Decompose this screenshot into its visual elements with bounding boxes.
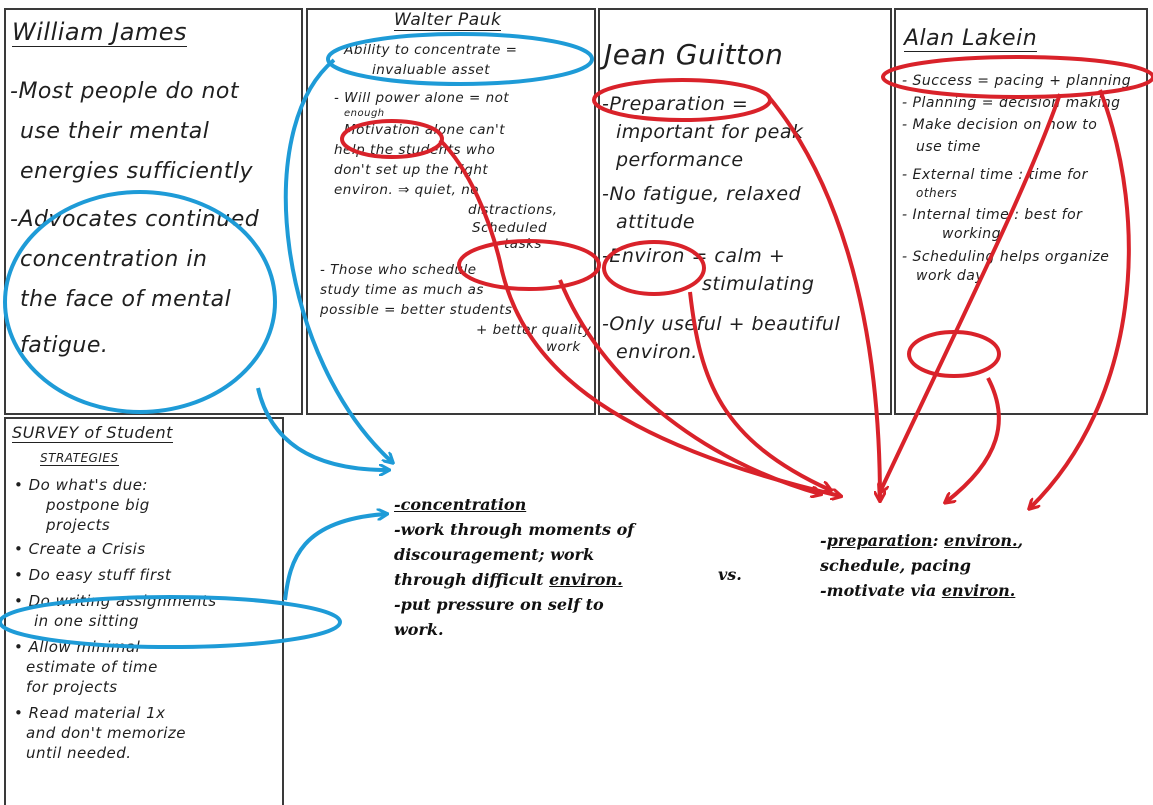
summary-keyword: preparation	[826, 531, 933, 550]
card-notes: - Success = pacing + planning - Planning…	[902, 70, 1131, 284]
note-line: -Most people do not	[10, 79, 239, 104]
note-line: enough	[344, 108, 385, 119]
card-title: Jean Guitton	[604, 38, 784, 71]
summary-text: :	[932, 531, 945, 550]
card-notes: - Ability to concentrate = invaluable as…	[320, 40, 592, 355]
note-line: - Ability to concentrate =	[334, 42, 518, 58]
summary-text: ,	[1017, 531, 1024, 550]
note-line: • Do what's due:	[14, 476, 148, 494]
note-line: -Only useful + beautiful	[602, 313, 841, 335]
note-line: environ. ⇒ quiet, no	[334, 182, 480, 198]
card-notes: -Most people do not use their mental ene…	[10, 72, 259, 366]
summary-line: -motivate via environ.	[820, 578, 1023, 603]
summary-line: through difficult environ.	[394, 567, 634, 592]
note-line: - Planning = decision making	[902, 95, 1121, 111]
summary-line: discouragement; work	[394, 545, 595, 564]
summary-text: -	[820, 531, 827, 550]
note-line: working	[942, 226, 1002, 242]
note-line: - Will power alone = not	[334, 90, 510, 106]
note-line: projects	[46, 516, 111, 534]
card-title: Walter Pauk	[394, 10, 502, 31]
card-alan-lakein: Alan Lakein - Success = pacing + plannin…	[894, 8, 1148, 415]
note-line: performance	[616, 149, 744, 171]
note-line: -Advocates continued	[10, 207, 260, 232]
summary-keyword: environ.	[549, 570, 623, 589]
summary-text: -motivate via	[820, 581, 942, 600]
note-line: use time	[916, 139, 981, 155]
summary-line: schedule, pacing	[820, 556, 971, 575]
note-line: fatigue.	[20, 333, 109, 358]
note-line: possible = better students	[320, 302, 513, 318]
note-line: environ.	[616, 341, 698, 363]
summary-preparation: -preparation: environ., schedule, pacing…	[820, 528, 1023, 603]
card-title: William James	[12, 18, 188, 47]
note-line: tasks	[504, 236, 542, 252]
note-line: use their mental	[20, 119, 210, 144]
card-notes: • Do what's due: postpone big projects •…	[14, 475, 217, 763]
card-title: SURVEY of Student	[12, 423, 173, 443]
summary-line: -put pressure on self to	[394, 595, 604, 614]
note-line: don't set up the right	[334, 162, 489, 178]
card-title: Alan Lakein	[904, 26, 1038, 52]
note-line: Motivation alone can't	[344, 122, 506, 138]
card-walter-pauk: Walter Pauk - Ability to concentrate = i…	[306, 8, 596, 415]
note-line: until needed.	[26, 744, 132, 762]
note-line: important for peak	[616, 121, 804, 143]
note-line: attitude	[616, 211, 696, 233]
summary-keyword: environ.	[944, 531, 1018, 550]
summary-line: -concentration	[394, 492, 634, 517]
note-line: stimulating	[702, 273, 815, 295]
summary-line: work.	[394, 620, 444, 639]
note-line: the face of mental	[20, 287, 232, 312]
note-line: - Internal time : best for	[902, 207, 1083, 223]
blue-arrow	[283, 514, 386, 601]
note-line: in one sitting	[34, 612, 140, 630]
note-line: - Make decision on how to	[902, 117, 1098, 133]
note-line: -Environ = calm +	[602, 245, 786, 267]
note-line: estimate of time	[26, 658, 158, 676]
note-line: • Do easy stuff first	[14, 566, 172, 584]
summary-concentration: -concentration -work through moments of …	[394, 492, 634, 642]
note-line: for projects	[26, 678, 118, 696]
card-student-survey: SURVEY of Student STRATEGIES • Do what's…	[4, 417, 284, 805]
note-line: work	[546, 339, 581, 355]
note-line: study time as much as	[320, 282, 484, 298]
note-line: distractions,	[468, 202, 558, 218]
note-line: -No fatigue, relaxed	[602, 183, 802, 205]
note-line: + better quality	[476, 322, 592, 338]
note-line: concentration in	[20, 247, 208, 272]
note-line: and don't memorize	[26, 724, 187, 742]
card-william-james: William James -Most people do not use th…	[4, 8, 303, 415]
note-line: energies sufficiently	[20, 159, 254, 184]
versus-label: vs.	[718, 565, 742, 584]
note-line: • Create a Crisis	[14, 540, 146, 558]
note-line: invaluable asset	[372, 62, 491, 78]
note-line: - External time : time for	[902, 167, 1088, 183]
note-line: Scheduled	[472, 220, 548, 236]
note-line: - Those who schedule	[320, 262, 477, 278]
summary-line: -work through moments of	[394, 520, 635, 539]
summary-line: -preparation: environ.,	[820, 528, 1023, 553]
card-notes: -Preparation = important for peak perfor…	[602, 90, 840, 366]
note-line: -Preparation =	[602, 93, 749, 115]
note-line: • Do writing assignments	[14, 592, 217, 610]
summary-keyword: environ.	[941, 581, 1016, 600]
note-line: others	[916, 186, 958, 200]
note-line: postpone big	[46, 496, 150, 514]
note-line: help the students who	[334, 142, 496, 158]
note-line: work day	[916, 268, 985, 284]
summary-keyword: -concentration	[394, 495, 527, 514]
note-line: • Allow minimal	[14, 638, 141, 656]
card-jean-guitton: Jean Guitton -Preparation = important fo…	[598, 8, 892, 415]
note-line: • Read material 1x	[14, 704, 166, 722]
note-line: - Scheduling helps organize	[902, 249, 1110, 265]
card-subtitle: STRATEGIES	[40, 451, 119, 466]
note-line: - Success = pacing + planning	[902, 73, 1132, 89]
summary-text: through difficult	[394, 570, 550, 589]
